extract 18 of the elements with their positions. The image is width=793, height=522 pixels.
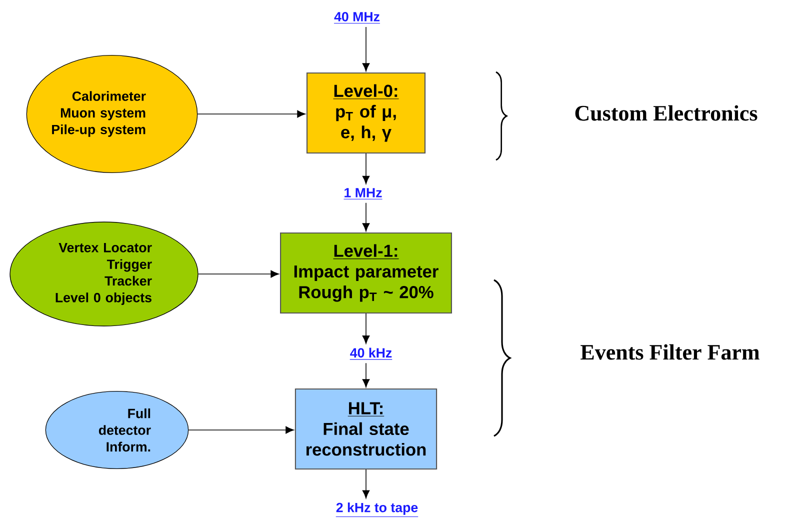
arrow: [362, 313, 370, 344]
trigger-level-box: Level-1: Impact parameter Rough p$_{T}$ ~ 20%: [280, 232, 452, 314]
arrow: [197, 110, 306, 118]
rate-label: 2 kHz to tape: [336, 502, 418, 518]
trigger-level-box: Level-0: p$_{T}$ of μ, e, h, γ: [306, 72, 426, 154]
trigger-level-box: HLT: Final state reconstruction: [294, 388, 438, 470]
arrow: [362, 26, 370, 72]
rate-label: 1 MHz: [343, 188, 383, 200]
arrow: [188, 426, 294, 434]
section-label: Events Filter Farm: [580, 344, 760, 360]
rate-label: 40 kHz: [350, 348, 392, 360]
arrow: [362, 469, 370, 498]
arrow: [362, 362, 370, 388]
arrow: [198, 270, 279, 278]
arrow: [362, 153, 370, 184]
section-label: Custom Electronics: [575, 105, 758, 121]
arrow: [362, 202, 370, 232]
rate-label: 40 MHz: [334, 12, 380, 24]
